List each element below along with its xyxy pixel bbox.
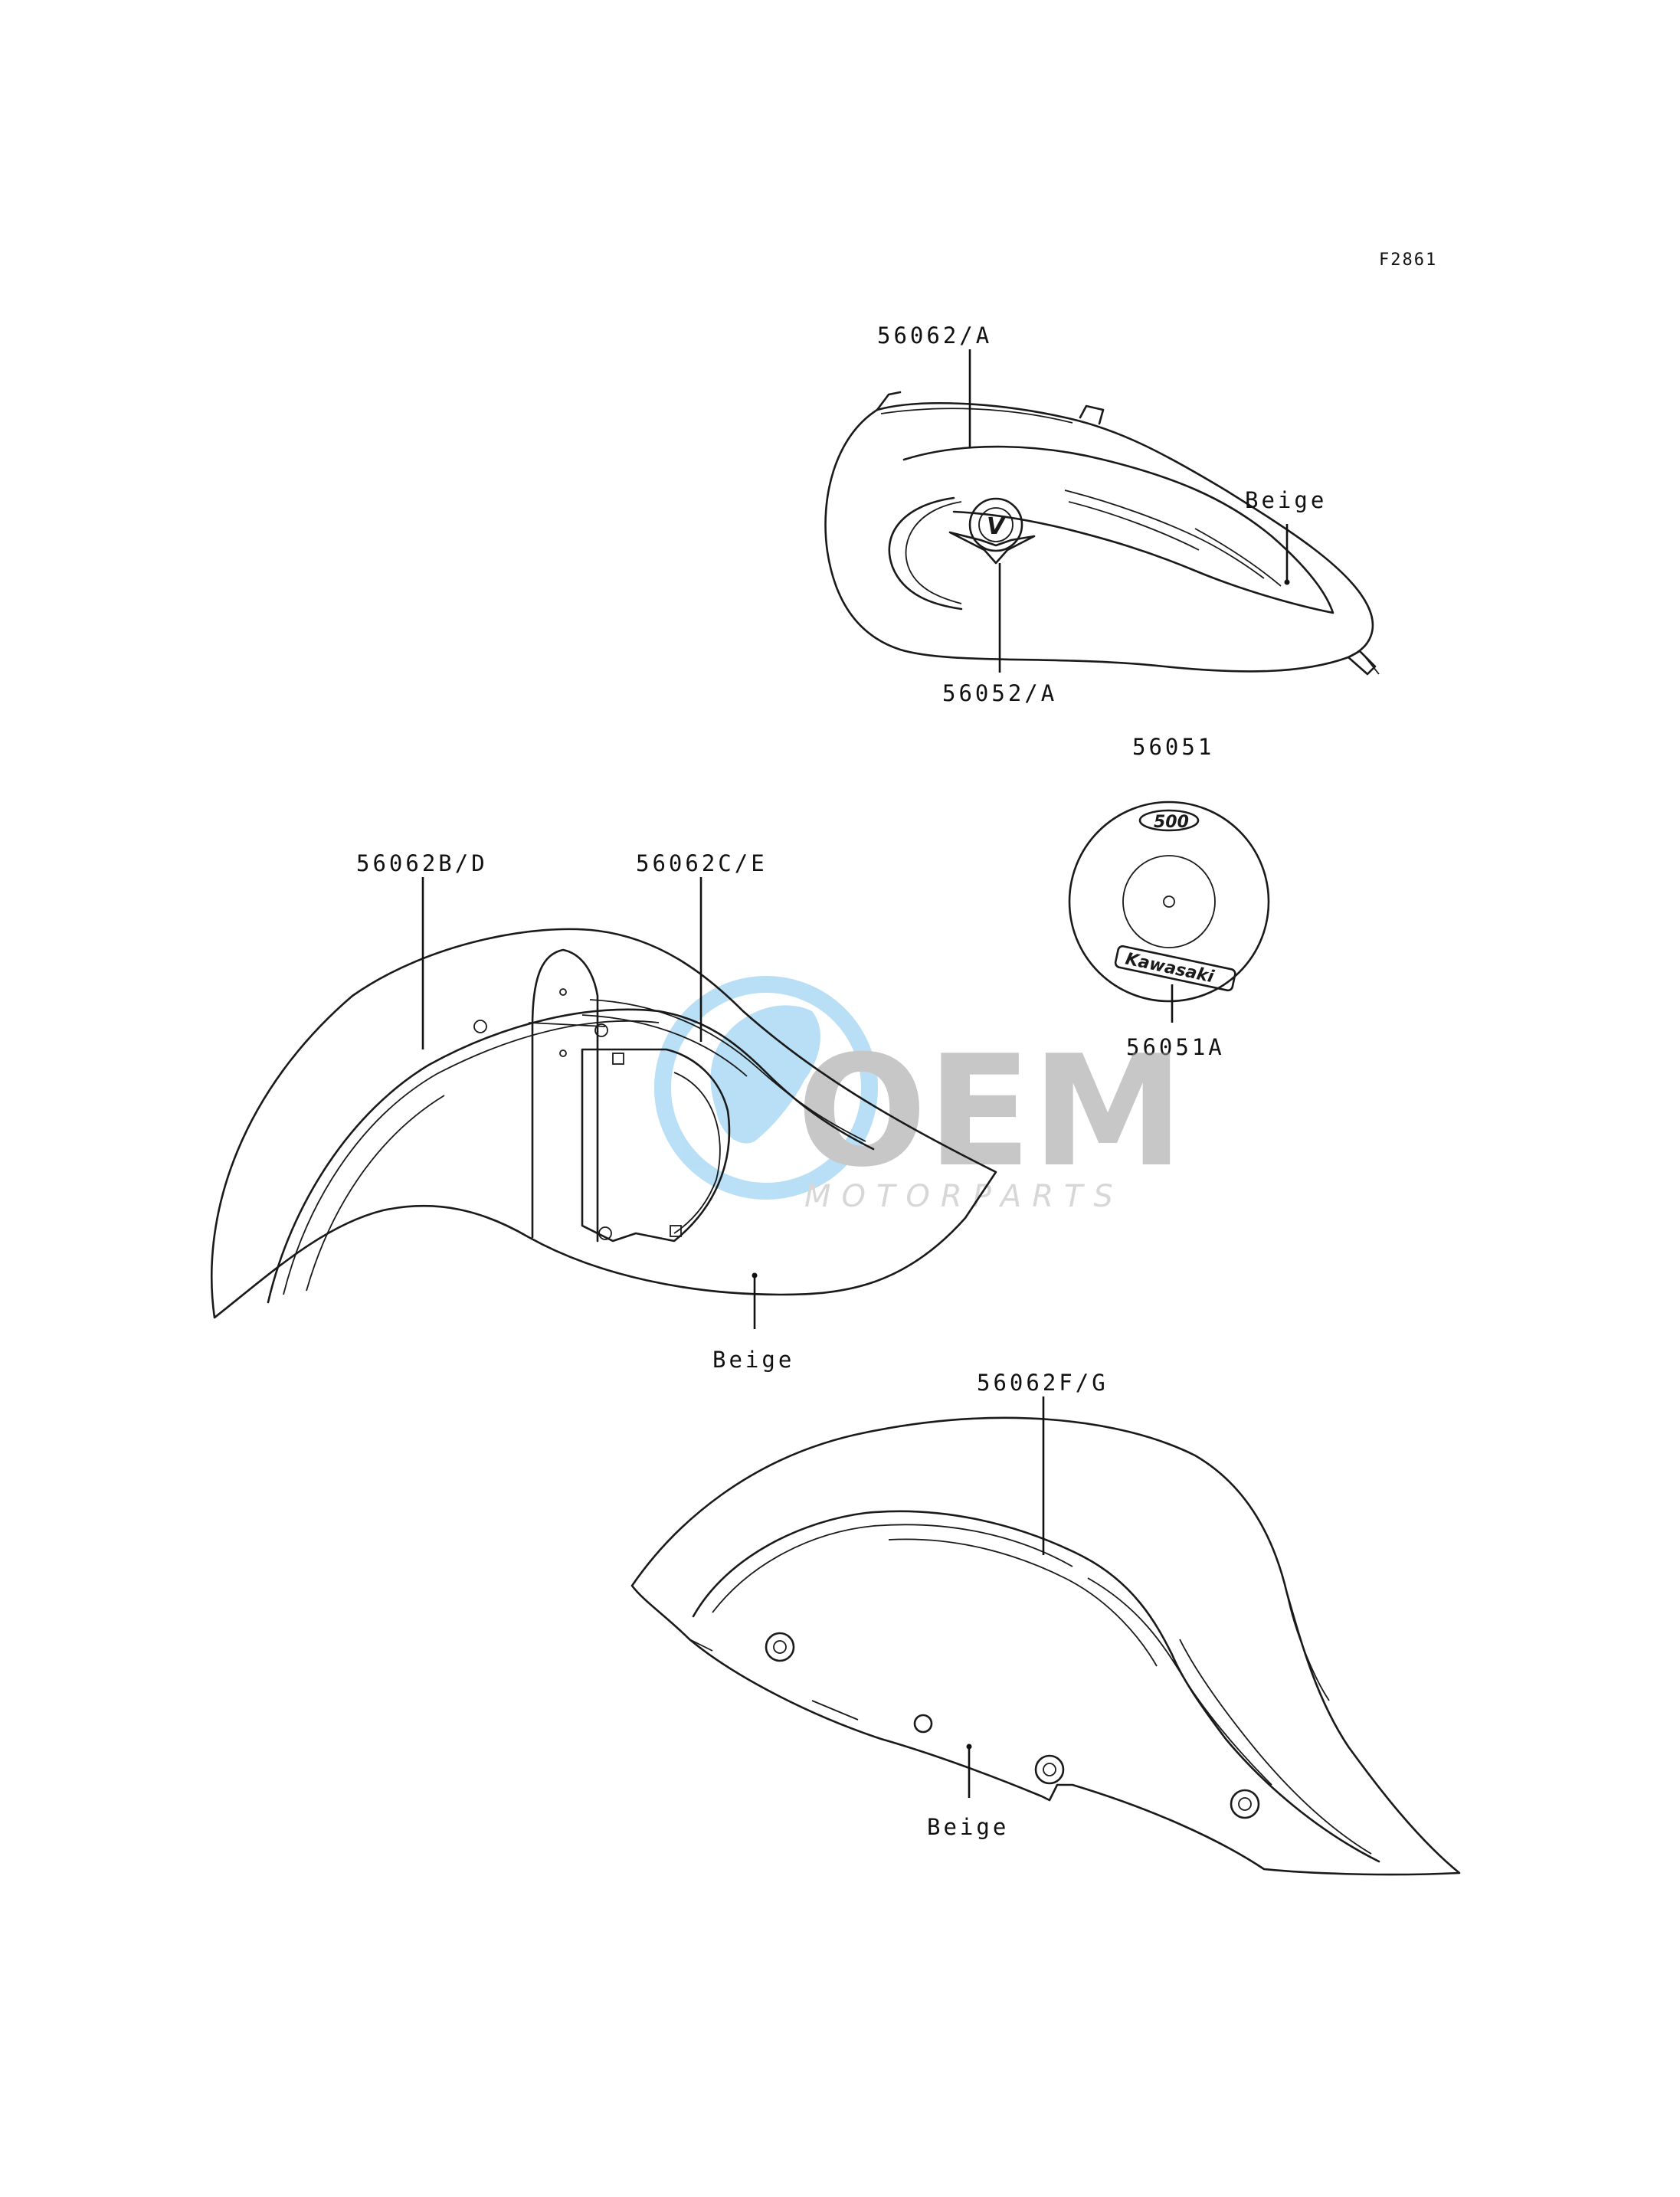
watermark-sub: MOTORPARTS — [804, 1179, 1124, 1214]
callout-56062A: 56062/A — [877, 323, 992, 349]
watermark-brand: OEM — [797, 1023, 1184, 1201]
callout-56052A: 56052/A — [942, 680, 1057, 706]
cover-emblem-500: 500 — [1154, 813, 1189, 832]
side-cover: 500 Kawasaki — [1068, 801, 1270, 1023]
callout-56051: 56051 — [1132, 734, 1214, 760]
rear-fender-holes — [765, 1632, 1260, 1819]
watermark: OEM MOTORPARTS — [654, 976, 1184, 1214]
callout-rear-beige: Beige — [927, 1814, 1009, 1840]
tank-emblem-letter: V — [987, 513, 1007, 540]
fuel-tank: V — [824, 349, 1380, 676]
callout-56062BD: 56062B/D — [356, 850, 488, 876]
callout-56062FG: 56062F/G — [977, 1370, 1109, 1396]
callout-tank-beige: Beige — [1245, 487, 1327, 513]
tank-emblem: V — [948, 497, 1036, 565]
front-fender — [210, 877, 997, 1329]
callout-56051A: 56051A — [1126, 1034, 1225, 1060]
callout-56062CE: 56062C/E — [636, 850, 768, 876]
rear-fender — [630, 1396, 1461, 1876]
callout-front-beige: Beige — [712, 1347, 794, 1373]
figure-code: F2861 — [1379, 250, 1437, 270]
